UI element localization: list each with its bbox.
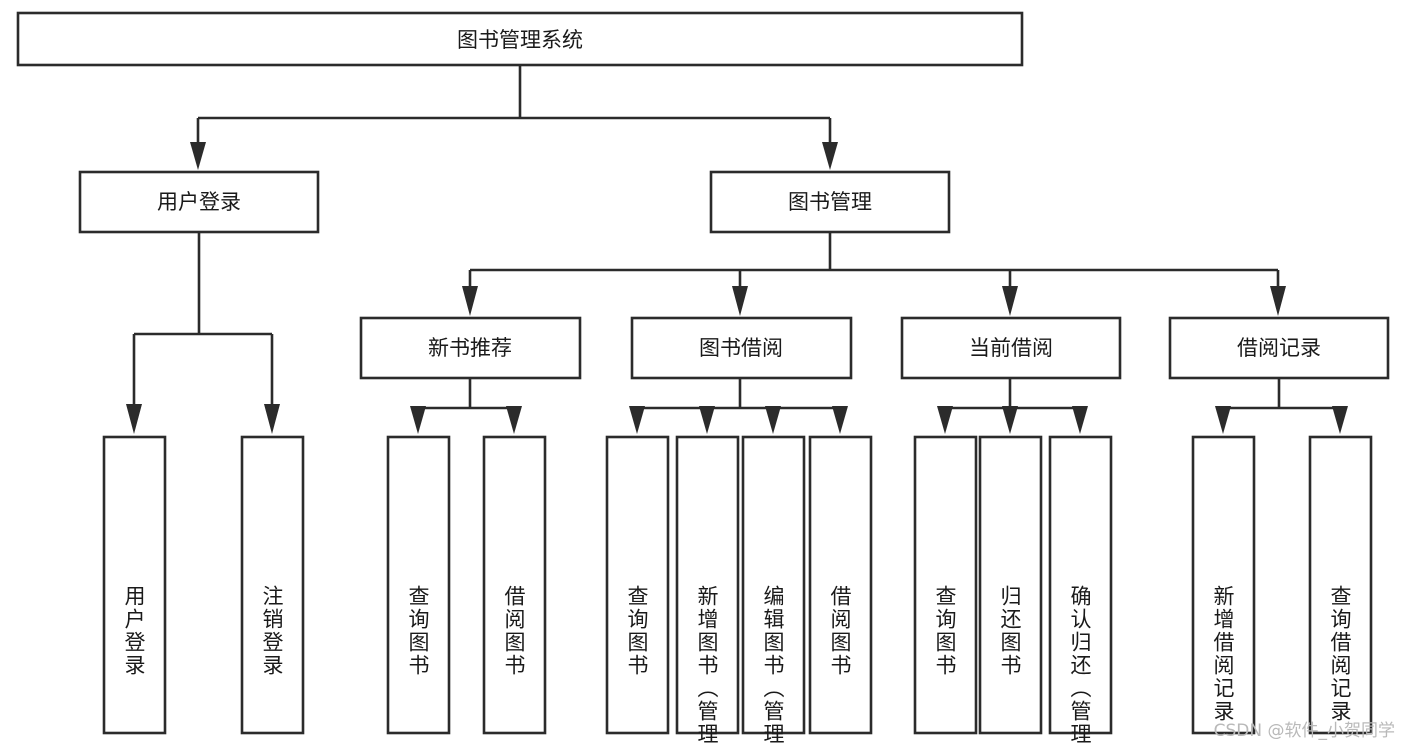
leaf-current-borrow-2[interactable]: 归还图书 <box>978 435 1043 735</box>
node-borrow-record-box[interactable] <box>1168 316 1390 380</box>
leaf-book-borrow-2[interactable]: 新增图书（管理员） <box>675 435 740 747</box>
leaf-user-login-1[interactable]: 用户登录 <box>102 435 167 735</box>
leaf-current-borrow-2-box[interactable] <box>978 435 1043 735</box>
leaf-user-login-2-label: 注销登录 <box>260 585 284 677</box>
leaf-book-borrow-3[interactable]: 编辑图书（管理员） <box>741 435 806 747</box>
leaf-current-borrow-3-label: 确认归还（管理员） <box>1068 585 1092 747</box>
leaf-user-login-1-label: 用户登录 <box>122 585 146 677</box>
leaf-current-borrow-1[interactable]: 查询图书 <box>913 435 978 735</box>
arrow-new-book-leaf-1 <box>410 406 426 434</box>
leaf-current-borrow-1-box[interactable] <box>913 435 978 735</box>
node-root-box[interactable] <box>16 11 1024 67</box>
arrow-book-borrow-leaf-1 <box>629 406 645 434</box>
leaf-book-borrow-4-label: 借阅图书 <box>828 585 852 677</box>
leaf-user-login-2-box[interactable] <box>240 435 305 735</box>
leaf-borrow-record-1[interactable]: 新增借阅记录 <box>1191 435 1256 735</box>
arrow-book-borrow-leaf-4 <box>832 406 848 434</box>
leaf-book-borrow-1[interactable]: 查询图书 <box>605 435 670 735</box>
node-new-book-recommend-label: 新书推荐 <box>428 336 512 360</box>
leaf-current-borrow-3[interactable]: 确认归还（管理员） <box>1048 435 1113 747</box>
leaf-book-borrow-4-box[interactable] <box>808 435 873 735</box>
arrow-current-borrow-leaf-2 <box>1002 406 1018 434</box>
node-current-borrow-label: 当前借阅 <box>969 336 1053 360</box>
leaf-book-borrow-4[interactable]: 借阅图书 <box>808 435 873 735</box>
arrow-to-borrow-record <box>1270 286 1286 316</box>
leaf-new-book-2-box[interactable] <box>482 435 547 735</box>
arrow-to-current-borrow <box>1002 286 1018 316</box>
leaf-borrow-record-2[interactable]: 查询借阅记录 <box>1308 435 1373 735</box>
node-new-book-recommend[interactable]: 新书推荐 <box>359 316 582 380</box>
leaf-book-borrow-2-box[interactable] <box>675 435 740 735</box>
node-borrow-record[interactable]: 借阅记录 <box>1168 316 1390 380</box>
arrow-current-borrow-leaf-1 <box>937 406 953 434</box>
arrow-new-book-leaf-2 <box>506 406 522 434</box>
node-user-login-box[interactable] <box>78 170 320 234</box>
leaf-new-book-1-box[interactable] <box>386 435 451 735</box>
node-book-borrow[interactable]: 图书借阅 <box>630 316 853 380</box>
node-current-borrow-box[interactable] <box>900 316 1122 380</box>
node-book-borrow-box[interactable] <box>630 316 853 380</box>
leaf-borrow-record-2-box[interactable] <box>1308 435 1373 735</box>
arrow-to-book-manage <box>822 142 838 170</box>
node-book-manage-box[interactable] <box>709 170 951 234</box>
leaf-borrow-record-1-box[interactable] <box>1191 435 1256 735</box>
leaf-user-login-2[interactable]: 注销登录 <box>240 435 305 735</box>
arrow-borrow-record-leaf-1 <box>1215 406 1231 434</box>
node-user-login[interactable]: 用户登录 <box>78 170 320 234</box>
arrow-user-login-leaf-2 <box>264 404 280 434</box>
leaf-borrow-record-2-label: 查询借阅记录 <box>1328 585 1352 723</box>
leaf-book-borrow-1-box[interactable] <box>605 435 670 735</box>
arrow-borrow-record-leaf-2 <box>1332 406 1348 434</box>
node-borrow-record-label: 借阅记录 <box>1237 336 1321 360</box>
leaf-user-login-1-box[interactable] <box>102 435 167 735</box>
leaf-current-borrow-2-label: 归还图书 <box>998 585 1022 677</box>
leaf-new-book-1-label: 查询图书 <box>406 585 430 677</box>
arrow-to-user-login <box>190 142 206 170</box>
node-book-borrow-label: 图书借阅 <box>699 336 783 360</box>
leaf-book-borrow-3-box[interactable] <box>741 435 806 735</box>
node-root-label: 图书管理系统 <box>457 28 583 52</box>
leaf-borrow-record-1-label: 新增借阅记录 <box>1211 585 1235 723</box>
arrow-book-borrow-leaf-3 <box>765 406 781 434</box>
arrow-to-new-book <box>462 286 478 316</box>
node-root[interactable]: 图书管理系统 <box>16 11 1024 67</box>
node-user-login-label: 用户登录 <box>157 190 241 214</box>
leaf-book-borrow-2-label: 新增图书（管理员） <box>695 585 719 747</box>
leaf-new-book-2[interactable]: 借阅图书 <box>482 435 547 735</box>
arrow-current-borrow-leaf-3 <box>1072 406 1088 434</box>
leaf-book-borrow-3-label: 编辑图书（管理员） <box>761 585 785 747</box>
node-book-manage[interactable]: 图书管理 <box>709 170 951 234</box>
node-new-book-recommend-box[interactable] <box>359 316 582 380</box>
arrow-book-borrow-leaf-2 <box>699 406 715 434</box>
leaf-current-borrow-3-box[interactable] <box>1048 435 1113 735</box>
leaf-current-borrow-1-label: 查询图书 <box>933 585 957 677</box>
leaf-book-borrow-1-label: 查询图书 <box>625 585 649 677</box>
connectors-layer <box>126 65 1348 434</box>
leaf-new-book-1[interactable]: 查询图书 <box>386 435 451 735</box>
arrow-to-book-borrow <box>732 286 748 316</box>
arrow-user-login-leaf-1 <box>126 404 142 434</box>
leaf-new-book-2-label: 借阅图书 <box>502 585 526 677</box>
node-current-borrow[interactable]: 当前借阅 <box>900 316 1122 380</box>
node-book-manage-label: 图书管理 <box>788 190 872 214</box>
